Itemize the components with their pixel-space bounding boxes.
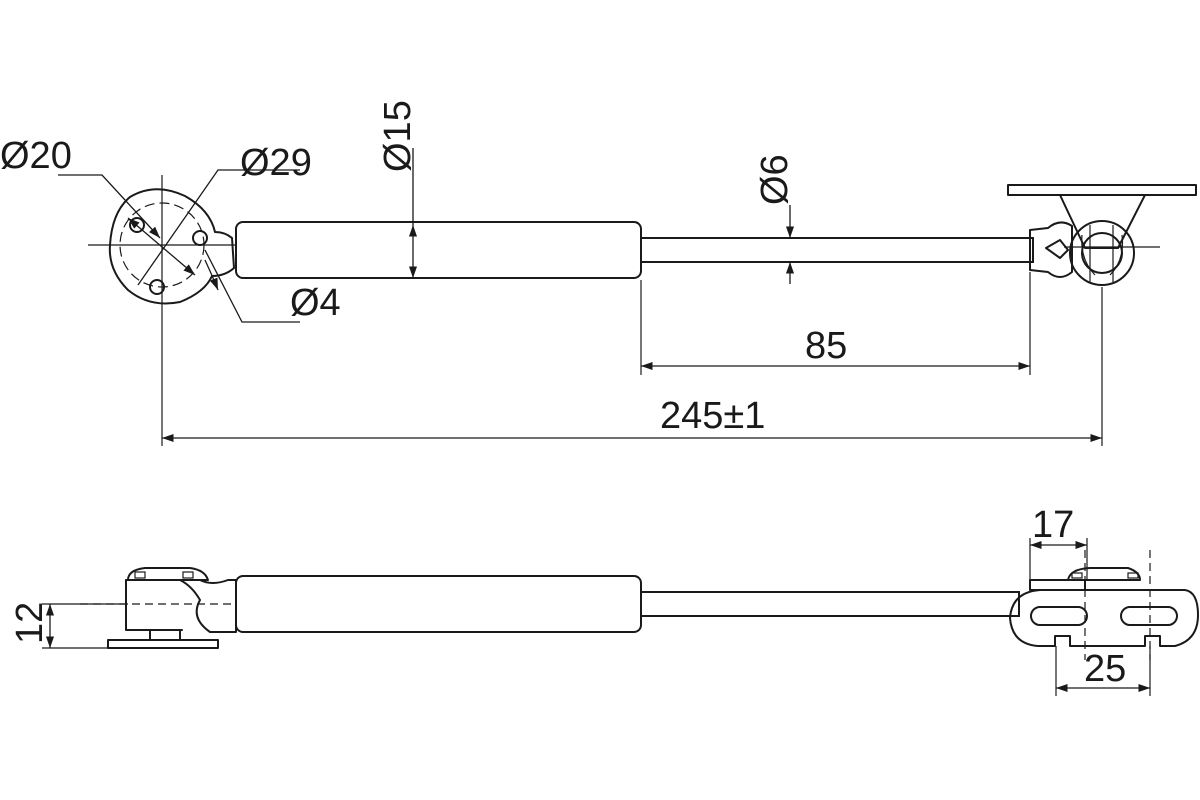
dimension-d4: Ø4: [204, 249, 341, 324]
label-d29: Ø29: [240, 142, 312, 184]
dimension-17: 17: [1029, 504, 1088, 580]
dimension-d20: Ø20: [0, 135, 196, 276]
dimension-85: 85: [640, 272, 1031, 375]
label-85: 85: [805, 325, 847, 367]
dimension-12: 12: [9, 602, 128, 649]
label-245: 245±1: [660, 395, 765, 437]
piston-rod: [640, 237, 1034, 263]
right-mount-bracket: [1007, 184, 1197, 286]
label-d20: Ø20: [0, 135, 72, 177]
dimension-25: 25: [1055, 646, 1151, 696]
label-d15: Ø15: [377, 100, 419, 172]
dimension-245: 245±1: [161, 287, 1103, 446]
cylinder-body: [235, 221, 642, 279]
label-25: 25: [1084, 648, 1126, 690]
top-view: Ø20 Ø29 Ø4 Ø15 Ø6 85: [0, 100, 1197, 446]
side-view: 12 17 25: [9, 504, 1199, 696]
piston-rod-side: [640, 591, 1020, 617]
dimension-d15: Ø15: [377, 100, 419, 278]
label-17: 17: [1032, 504, 1074, 546]
cylinder-side: [235, 575, 642, 633]
right-mount-side: [1009, 550, 1199, 660]
dimension-d6: Ø6: [754, 154, 796, 284]
label-d4: Ø4: [290, 282, 341, 324]
label-d6: Ø6: [754, 154, 796, 205]
dimension-d29: Ø29: [137, 142, 312, 291]
label-12: 12: [9, 602, 51, 644]
